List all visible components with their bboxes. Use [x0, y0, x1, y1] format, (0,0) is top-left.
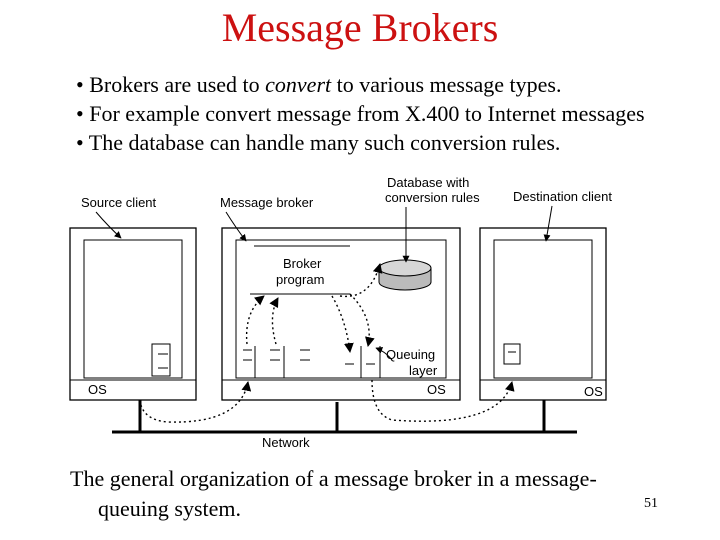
destination-client-machine: [479, 227, 607, 401]
label-os-right: OS: [584, 384, 603, 399]
slide-title: Message Brokers: [221, 5, 499, 50]
figure-caption: The general organization of a message br…: [70, 464, 597, 524]
caption-line-2: queuing system.: [98, 496, 241, 521]
label-database-line2: conversion rules: [385, 190, 480, 205]
label-network: Network: [262, 435, 310, 450]
label-os-left: OS: [88, 382, 107, 397]
label-queuing-line1: Queuing: [386, 347, 435, 362]
bullet-1-pre: • Brokers are used to: [76, 72, 266, 97]
label-message-broker: Message broker: [220, 195, 314, 210]
label-os-middle: OS: [427, 382, 446, 397]
label-broker-line1: Broker: [283, 256, 322, 271]
database-icon: [378, 259, 432, 291]
label-queuing-line2: layer: [409, 363, 438, 378]
bullet-3: • The database can handle many such conv…: [76, 130, 561, 155]
label-database-line1: Database with: [387, 175, 469, 190]
bullet-1-post: to various message types.: [331, 72, 562, 97]
message-flow-arrows: [139, 263, 515, 423]
bullet-1-emphasis: convert: [265, 72, 332, 97]
bullet-1: • Brokers are used to convert to various…: [76, 70, 645, 99]
source-client-machine: [69, 227, 197, 401]
label-broker-line2: program: [276, 272, 324, 287]
bullet-list: • Brokers are used to convert to various…: [76, 70, 645, 157]
leader-arrows: [95, 205, 553, 361]
page-number: 51: [644, 496, 658, 511]
label-source-client: Source client: [81, 195, 157, 210]
caption-line-1: The general organization of a message br…: [70, 466, 597, 491]
label-destination-client: Destination client: [513, 189, 612, 204]
bullet-2: • For example convert message from X.400…: [76, 101, 645, 126]
